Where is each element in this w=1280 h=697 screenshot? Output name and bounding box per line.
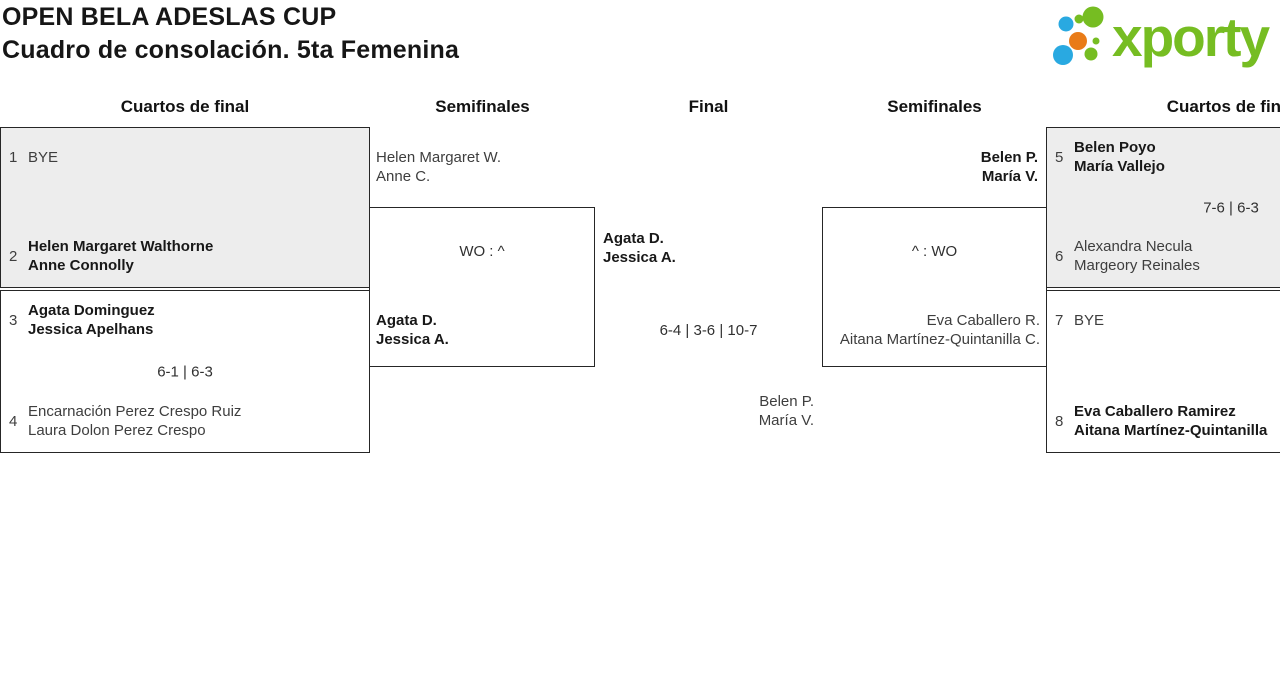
seed-number: 7 (1055, 311, 1064, 329)
team-name: Agata Dominguez Jessica Apelhans (28, 302, 155, 338)
team-name: Alexandra Necula Margeory Reinales (1074, 238, 1200, 274)
seed-number: 5 (1055, 148, 1064, 166)
seed-number: 2 (9, 247, 18, 265)
match-score: 6-1 | 6-3 (157, 363, 213, 380)
team-row: 4 Encarnación Perez Crespo Ruiz Laura Do… (9, 402, 363, 440)
final-score: 6-4 | 3-6 | 10-7 (659, 322, 758, 339)
page-title: OPEN BELA ADESLAS CUP (2, 3, 337, 31)
page-subtitle: Cuadro de consolación. 5ta Femenina (2, 36, 460, 64)
team-name: BYE (28, 148, 59, 166)
xporty-dots-icon (1053, 6, 1104, 65)
sf-left-team-bottom: Agata D. Jessica A. (376, 312, 449, 348)
team-name: Encarnación Perez Crespo Ruiz Laura Dolo… (28, 403, 242, 439)
team-row: 2 Helen Margaret Walthorne Anne Connolly (9, 237, 363, 275)
seed-number: 1 (9, 148, 18, 166)
match-qf-left-2[interactable]: 3 Agata Dominguez Jessica Apelhans 6-1 |… (0, 290, 370, 453)
match-qf-right-1[interactable]: 5 Belen Poyo María Vallejo 7-6 | 6-3 6 A… (1046, 127, 1280, 288)
match-qf-right-2[interactable]: 7 BYE 8 Eva Caballero Ramirez Aitana Mar… (1046, 290, 1280, 453)
sf-right-team-bottom: Eva Caballero R. Aitana Martínez-Quintan… (839, 312, 1040, 348)
team-row: 5 Belen Poyo María Vallejo (1055, 138, 1280, 176)
round-header-final: Final (688, 97, 729, 116)
seed-number: 6 (1055, 247, 1064, 265)
team-name: Belen Poyo María Vallejo (1074, 139, 1165, 175)
final-team-bottom: Belen P. María V. (758, 393, 814, 429)
round-header-sf-right: Semifinales (887, 97, 982, 116)
sf-left-team-top: Helen Margaret W. Anne C. (376, 149, 502, 185)
header-titles: OPEN BELA ADESLAS CUP Cuadro de consolac… (2, 1, 459, 67)
team-row: 8 Eva Caballero Ramirez Aitana Martínez-… (1055, 402, 1280, 440)
team-name: Eva Caballero Ramirez Aitana Martínez-Qu… (1074, 403, 1268, 439)
seed-number: 4 (9, 412, 18, 430)
team-row: 3 Agata Dominguez Jessica Apelhans (9, 301, 363, 339)
round-header-sf-left: Semifinales (435, 97, 530, 116)
match-sf-left[interactable]: WO : ^ Agata D. Jessica A. (369, 207, 595, 367)
team-name: Helen Margaret Walthorne Anne Connolly (28, 238, 214, 274)
team-row: 6 Alexandra Necula Margeory Reinales (1055, 237, 1280, 275)
match-qf-left-1[interactable]: 1 BYE 2 Helen Margaret Walthorne Anne Co… (0, 127, 370, 288)
seed-number: 3 (9, 311, 18, 329)
match-score: ^ : WO (911, 243, 958, 260)
team-row: 7 BYE (1055, 301, 1280, 339)
round-header-qf-left: Cuartos de final (120, 97, 250, 116)
final-team-top: Agata D. Jessica A. (603, 230, 676, 266)
match-sf-right[interactable]: ^ : WO Eva Caballero R. Aitana Martínez-… (822, 207, 1047, 367)
sf-right-team-top: Belen P. María V. (980, 149, 1038, 185)
xporty-logo-text: xporty (1112, 6, 1270, 68)
match-score: 7-6 | 6-3 (1203, 199, 1259, 216)
team-row: 1 BYE (9, 138, 363, 176)
match-score: WO : ^ (459, 243, 505, 260)
team-name: BYE (1074, 311, 1105, 329)
round-header-qf-right: Cuartos de final (1166, 97, 1280, 116)
seed-number: 8 (1055, 412, 1064, 430)
xporty-logo[interactable]: xporty (1048, 3, 1280, 73)
